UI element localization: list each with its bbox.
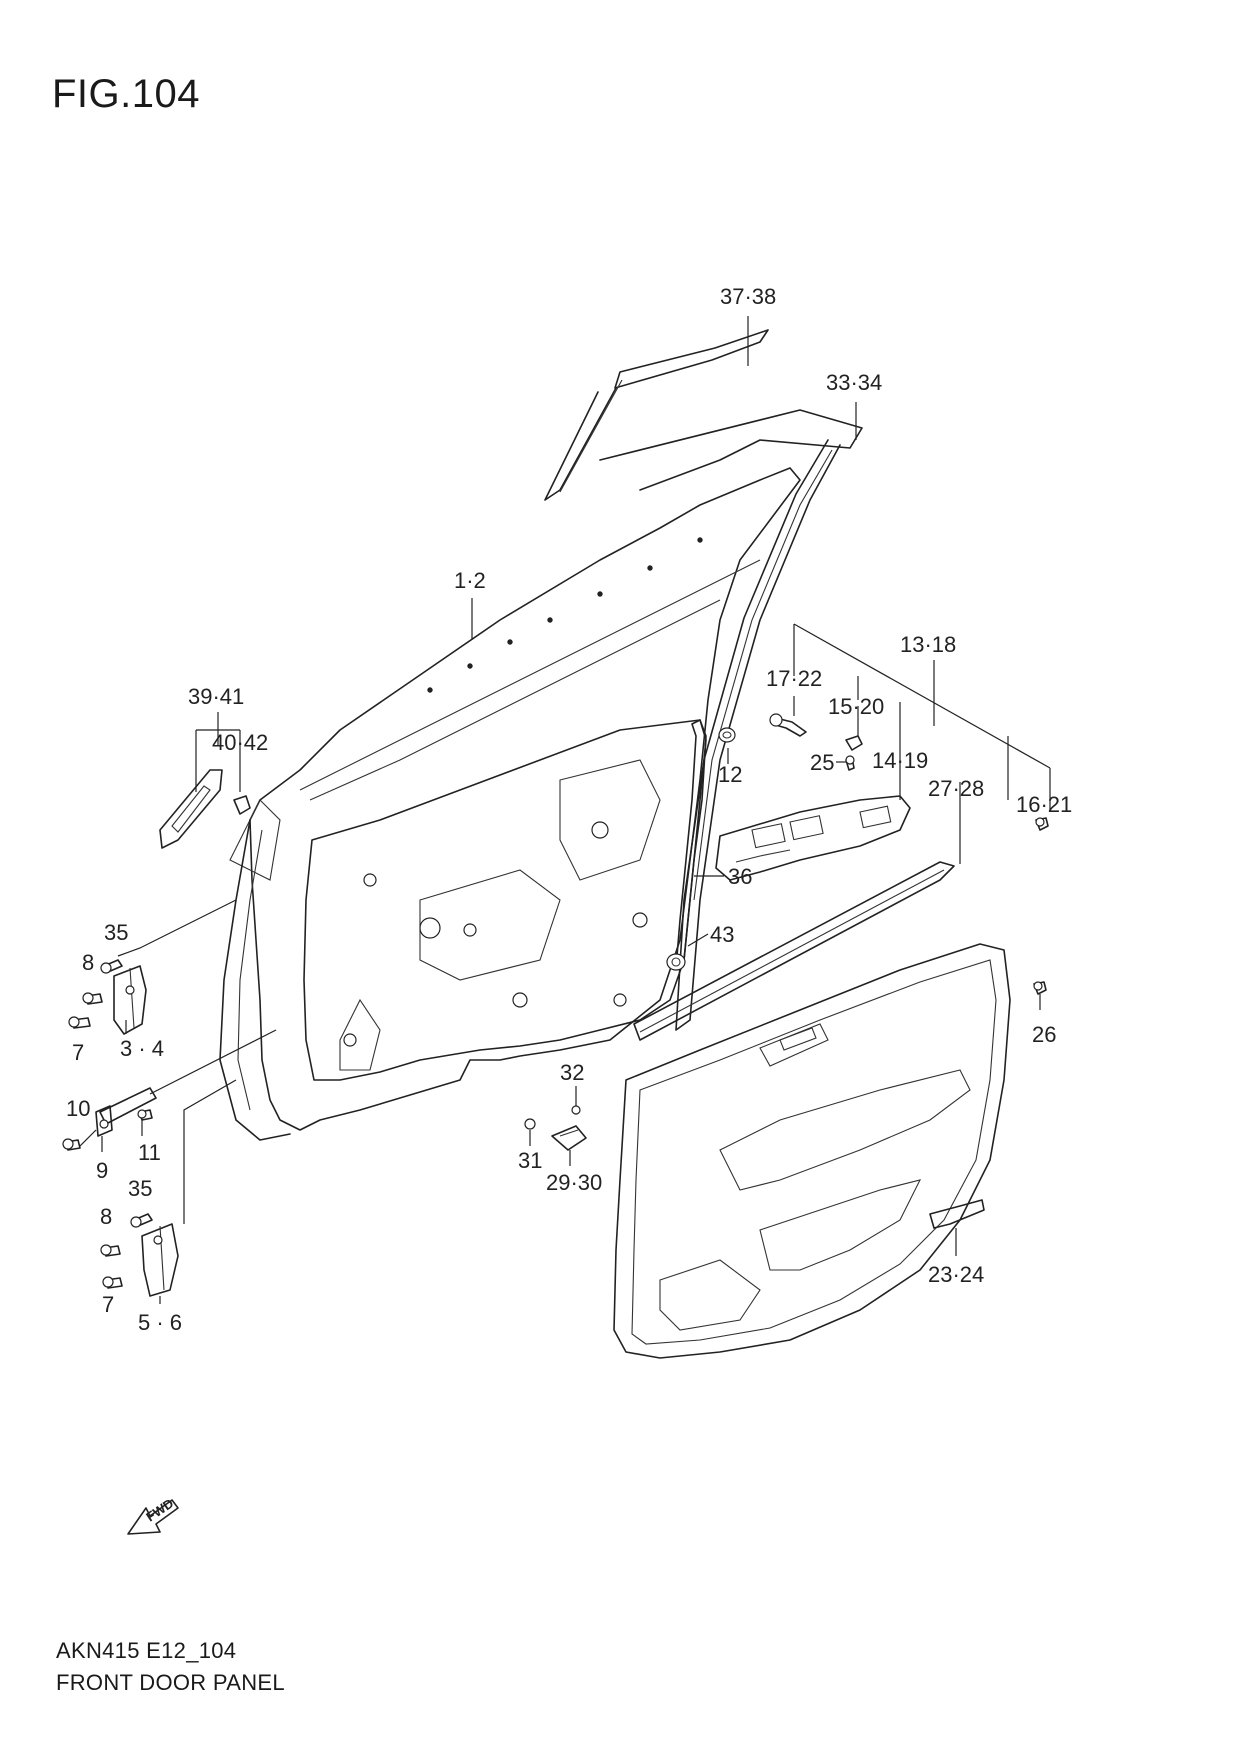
- callout-35-lower: 35: [128, 1176, 152, 1201]
- callout-33-34: 33·34: [826, 370, 882, 395]
- bolt-11[interactable]: [137, 1109, 153, 1121]
- callout-8-lower: 8: [100, 1204, 112, 1229]
- callout-13-18: 13·18: [900, 632, 956, 657]
- part-17-22-screw[interactable]: [769, 713, 807, 737]
- callout-35-upper: 35: [104, 920, 128, 945]
- callout-25: 25: [810, 750, 834, 775]
- bolt-7-upper[interactable]: [68, 1016, 91, 1029]
- door-trim-panel[interactable]: [613, 943, 1011, 1359]
- diagram-code: AKN415 E12_104: [56, 1638, 237, 1663]
- fwd-arrow-icon: FWD: [127, 1495, 179, 1535]
- part-32-screw[interactable]: [571, 1105, 581, 1115]
- callout-14-19: 14·19: [872, 748, 928, 773]
- bolt-8-lower[interactable]: [100, 1244, 121, 1257]
- callout-32: 32: [560, 1060, 584, 1085]
- leader-lines: [79, 316, 1051, 1304]
- bolt-7-lower[interactable]: [102, 1276, 123, 1289]
- callout-7-upper: 7: [72, 1040, 84, 1065]
- part-9-door-check[interactable]: [95, 1087, 157, 1137]
- callout-12: 12: [718, 762, 742, 787]
- part-43-grommet[interactable]: [666, 953, 686, 971]
- callout-8-upper: 8: [82, 950, 94, 975]
- bolt-35-upper[interactable]: [100, 959, 123, 974]
- bolt-8-upper[interactable]: [82, 992, 103, 1005]
- diagram-name: FRONT DOOR PANEL: [56, 1670, 285, 1695]
- callout-39-41: 39·41: [188, 684, 244, 709]
- part-1-2-door-panel[interactable]: [219, 467, 801, 1141]
- callout-9: 9: [96, 1158, 108, 1183]
- part-37-38-belt-moulding[interactable]: [544, 329, 769, 501]
- callout-17-22: 17·22: [766, 666, 822, 691]
- callout-5-6: 5 · 6: [138, 1310, 182, 1335]
- callout-23-24: 23·24: [928, 1262, 984, 1287]
- part-23-24-trim-garnish[interactable]: [929, 1199, 985, 1229]
- callout-37-38: 37·38: [720, 284, 776, 309]
- callout-16-21: 16·21: [1016, 792, 1072, 817]
- bolt-35-lower[interactable]: [130, 1213, 153, 1228]
- part-31-screw[interactable]: [524, 1118, 536, 1130]
- callout-7-lower: 7: [102, 1292, 114, 1317]
- part-27-28-inner-belt-strip[interactable]: [633, 861, 955, 1041]
- part-3-4-upper-hinge[interactable]: [113, 965, 147, 1035]
- callout-29-30: 29·30: [546, 1170, 602, 1195]
- part-33-34-weatherstrip[interactable]: [599, 409, 863, 1031]
- part-16-21-clip[interactable]: [1035, 817, 1049, 831]
- part-39-41-40-42-inside-handle[interactable]: [159, 769, 251, 849]
- part-5-6-lower-hinge[interactable]: [141, 1223, 179, 1297]
- part-29-30-latch-cover[interactable]: [551, 1125, 587, 1151]
- callout-10: 10: [66, 1096, 90, 1121]
- part-25-screw[interactable]: [845, 755, 855, 771]
- callout-1-2: 1·2: [454, 568, 486, 593]
- part-26-clip[interactable]: [1033, 981, 1047, 995]
- part-15-20-clip[interactable]: [845, 735, 863, 751]
- bolt-10[interactable]: [62, 1138, 81, 1151]
- callout-31: 31: [518, 1148, 542, 1173]
- callout-3-4: 3 · 4: [120, 1036, 164, 1061]
- figure-title: FIG.104: [52, 72, 201, 116]
- callout-36: 36: [728, 864, 752, 889]
- part-14-19-window-switch-bezel[interactable]: [715, 795, 911, 881]
- part-12-grommet[interactable]: [718, 727, 736, 743]
- callout-labels: 37·38 33·34 1·2 13·18 17·22 15·20 25 14·…: [66, 284, 1072, 1335]
- callout-27-28: 27·28: [928, 776, 984, 801]
- callout-11: 11: [138, 1140, 161, 1165]
- callout-43: 43: [710, 922, 734, 947]
- callout-26: 26: [1032, 1022, 1056, 1047]
- callout-15-20: 15·20: [828, 694, 884, 719]
- callout-40-42: 40·42: [212, 730, 268, 755]
